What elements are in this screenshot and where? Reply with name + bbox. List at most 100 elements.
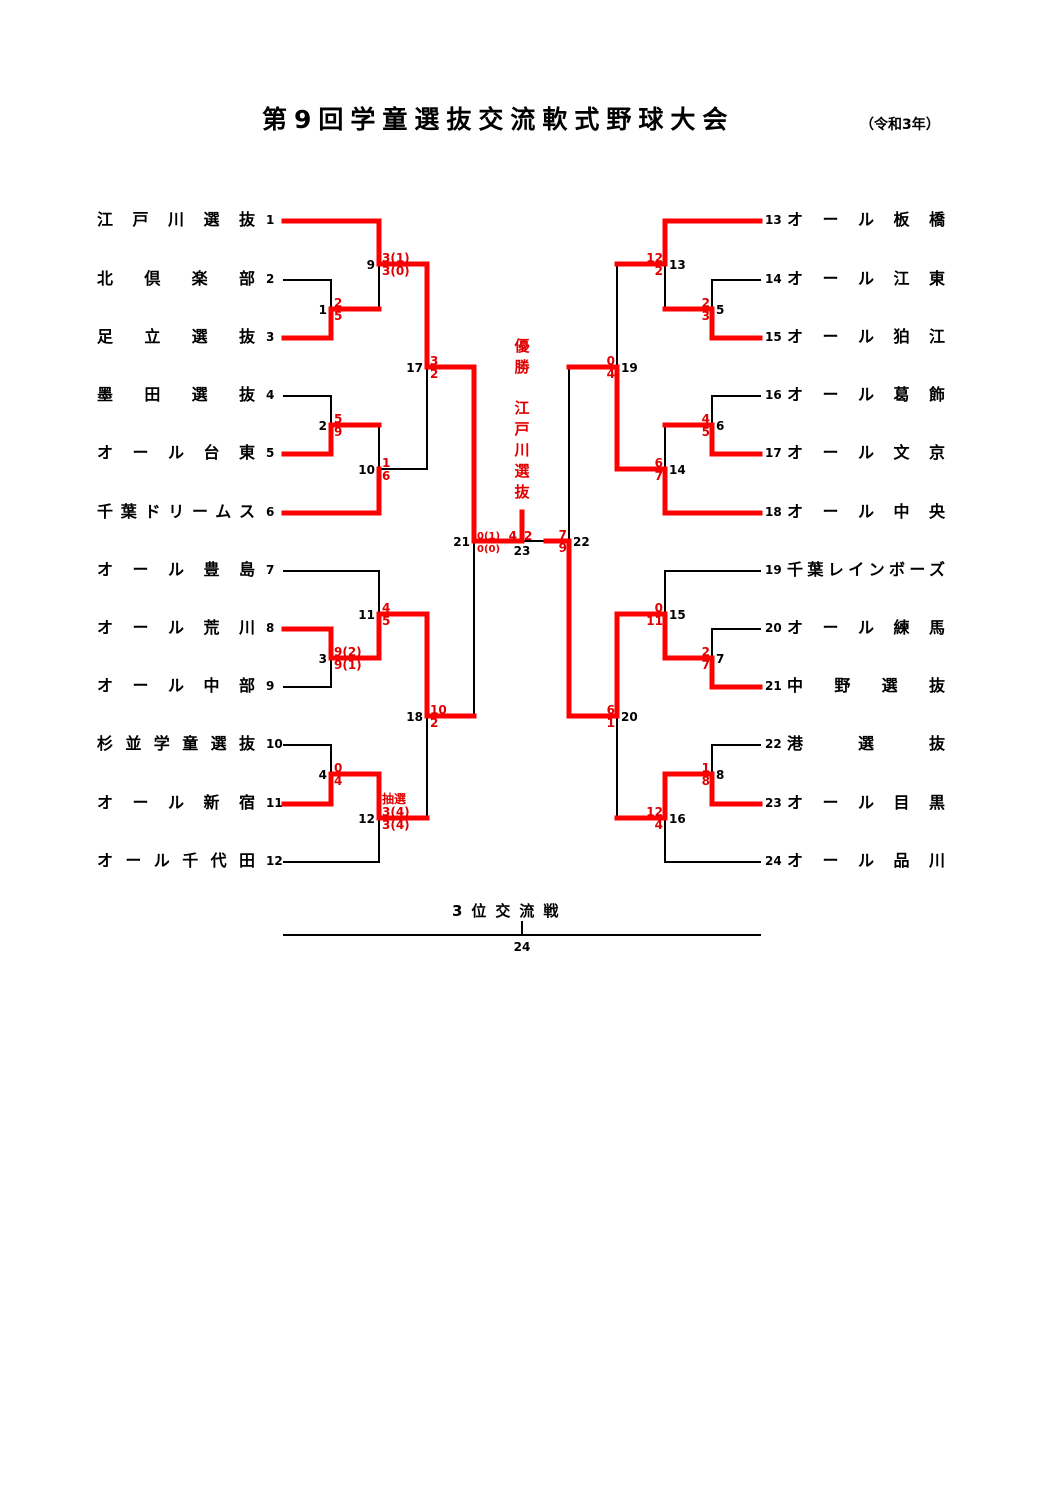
team-number: 3 bbox=[266, 330, 275, 344]
team-number: 8 bbox=[266, 621, 275, 635]
score-bottom: 4 bbox=[655, 818, 663, 832]
match-number: 4 bbox=[319, 768, 327, 782]
match-number: 18 bbox=[406, 710, 423, 724]
score-top: 6 bbox=[607, 703, 615, 717]
team-number: 18 bbox=[765, 505, 782, 519]
match-number: 11 bbox=[358, 608, 375, 622]
team-name: 墨田選抜 bbox=[97, 385, 255, 404]
score-bottom: 11 bbox=[646, 614, 663, 628]
team-name: 港選抜 bbox=[787, 734, 945, 753]
score-top: 10 bbox=[430, 703, 447, 717]
team-number: 24 bbox=[765, 854, 782, 868]
team-name: オール江東 bbox=[787, 269, 945, 288]
year-label: （令和3年） bbox=[860, 117, 940, 133]
score-top: 0 bbox=[334, 761, 342, 775]
score-top: 6 bbox=[655, 456, 663, 470]
team-number: 17 bbox=[765, 446, 782, 460]
score-bottom: 3(0) bbox=[382, 264, 410, 278]
score-top: 3 bbox=[430, 354, 438, 368]
score-top: 5 bbox=[334, 412, 342, 426]
score-top: 1 bbox=[702, 761, 710, 775]
score-bottom: 7 bbox=[655, 469, 663, 483]
team-name: オール板橋 bbox=[787, 210, 945, 229]
match-number: 8 bbox=[716, 768, 724, 782]
team-number: 22 bbox=[765, 737, 782, 751]
match-number: 12 bbox=[358, 812, 375, 826]
score-bottom: 8 bbox=[702, 774, 710, 788]
team-name: 中野選抜 bbox=[787, 676, 945, 695]
team-number: 5 bbox=[266, 446, 275, 460]
team-name: オール目黒 bbox=[787, 793, 945, 812]
team-name: オール荒川 bbox=[97, 618, 255, 637]
team-number: 16 bbox=[765, 388, 782, 402]
score-bottom: 2 bbox=[655, 264, 663, 278]
team-name: 千葉ドリームス bbox=[97, 502, 255, 521]
match-number: 1 bbox=[319, 303, 327, 317]
champion-team: 江戸川選抜 bbox=[514, 399, 530, 501]
score-top: 4 bbox=[702, 412, 710, 426]
score-bottom: 2 bbox=[430, 367, 438, 381]
score-bottom: 0(0) bbox=[477, 544, 500, 555]
match-number: 14 bbox=[669, 463, 686, 477]
score-bottom: 9 bbox=[559, 541, 567, 555]
match-number: 21 bbox=[453, 535, 470, 549]
score-bottom: 7 bbox=[702, 658, 710, 672]
score-bottom: 3 bbox=[702, 309, 710, 323]
score-bottom: 4 bbox=[607, 367, 615, 381]
team-name: オール中部 bbox=[97, 676, 255, 695]
team-number: 1 bbox=[266, 213, 275, 227]
match-number: 17 bbox=[406, 361, 423, 375]
score-bottom: 5 bbox=[382, 614, 390, 628]
score-top: 2 bbox=[702, 296, 710, 310]
team-number: 23 bbox=[765, 796, 782, 810]
team-number: 12 bbox=[266, 854, 283, 868]
team-number: 4 bbox=[266, 388, 275, 402]
score-top: 12 bbox=[646, 251, 663, 265]
score-top: 12 bbox=[646, 805, 663, 819]
score-bottom: 1 bbox=[607, 716, 615, 730]
score-bottom: 6 bbox=[382, 469, 390, 483]
score-bottom: 5 bbox=[702, 425, 710, 439]
score-top: 1 bbox=[382, 456, 390, 470]
score-top: 7 bbox=[559, 528, 567, 542]
team-number: 10 bbox=[266, 737, 283, 751]
match-number: 3 bbox=[319, 652, 327, 666]
team-name: オール台東 bbox=[97, 443, 255, 462]
match-number: 5 bbox=[716, 303, 724, 317]
team-number: 7 bbox=[266, 563, 275, 577]
team-name: オール中央 bbox=[787, 502, 945, 521]
team-number: 11 bbox=[266, 796, 283, 810]
team-name: オール文京 bbox=[787, 443, 945, 462]
team-number: 19 bbox=[765, 563, 782, 577]
team-number: 9 bbox=[266, 679, 275, 693]
score-top: 4 bbox=[382, 601, 390, 615]
score-bottom: 2 bbox=[430, 716, 438, 730]
team-name: 足立選抜 bbox=[97, 327, 255, 346]
match-number: 20 bbox=[621, 710, 638, 724]
team-number: 2 bbox=[266, 272, 275, 286]
team-number: 15 bbox=[765, 330, 782, 344]
score-top: 3(1) bbox=[382, 251, 410, 265]
match-number: 10 bbox=[358, 463, 375, 477]
score-bottom: 9 bbox=[334, 425, 342, 439]
match-number: 24 bbox=[514, 940, 531, 954]
score-bottom: 4 bbox=[334, 774, 342, 788]
final-score-left: 4 bbox=[509, 529, 517, 543]
team-number: 20 bbox=[765, 621, 782, 635]
team-name: オール品川 bbox=[787, 851, 945, 870]
match-number: 22 bbox=[573, 535, 590, 549]
team-name: オール千代田 bbox=[97, 851, 255, 870]
score-top: 2 bbox=[334, 296, 342, 310]
match-number: 6 bbox=[716, 419, 724, 433]
team-number: 13 bbox=[765, 213, 782, 227]
team-number: 6 bbox=[266, 505, 275, 519]
match-number: 2 bbox=[319, 419, 327, 433]
team-name: オール葛飾 bbox=[787, 385, 945, 404]
match-number: 16 bbox=[669, 812, 686, 826]
team-name: 千葉レインボーズ bbox=[787, 560, 945, 579]
page-title: 第9回学童選抜交流軟式野球大会 bbox=[262, 105, 735, 134]
score-top: 2 bbox=[702, 645, 710, 659]
score-top: 3(4) bbox=[382, 805, 410, 819]
match-number: 23 bbox=[514, 544, 531, 558]
